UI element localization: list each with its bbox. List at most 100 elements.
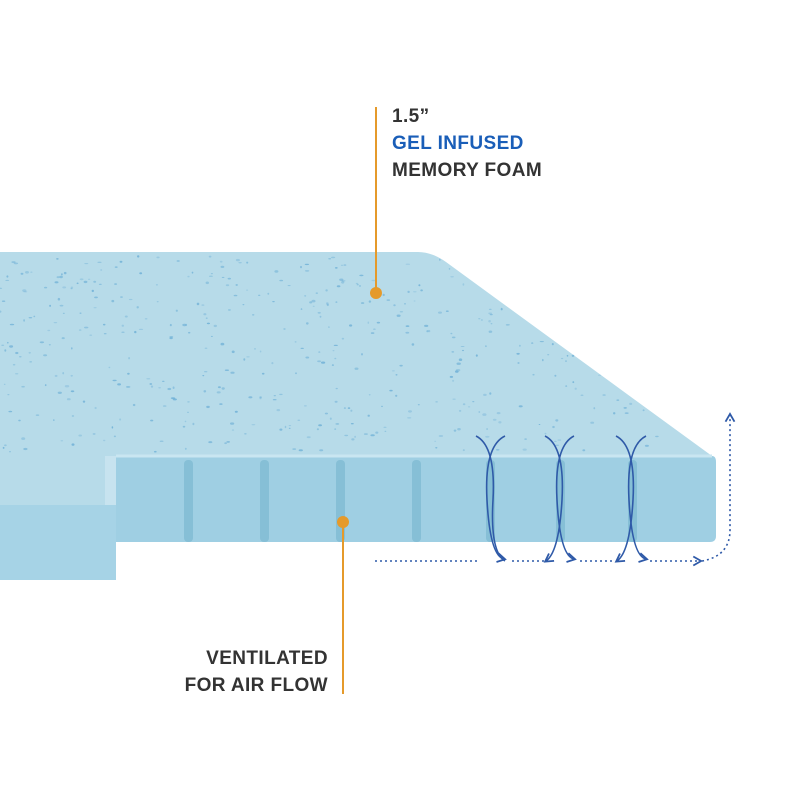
gel-speckle <box>335 423 340 425</box>
gel-speckle <box>120 296 123 298</box>
gel-speckle <box>498 421 502 424</box>
gel-speckle <box>6 275 9 278</box>
gel-speckle <box>343 407 346 409</box>
gel-speckle <box>332 350 335 352</box>
gel-speckle <box>206 405 210 409</box>
gel-speckle <box>411 343 415 346</box>
gel-speckle <box>121 324 125 327</box>
groove <box>260 460 269 542</box>
gel-speckle <box>91 289 95 293</box>
gel-speckle <box>102 323 106 326</box>
gel-speckle <box>482 413 487 416</box>
gel-speckle <box>404 303 406 305</box>
gel-speckle <box>20 272 24 275</box>
gel-speckle <box>114 266 118 268</box>
gel-speckle <box>53 419 55 421</box>
gel-speckle <box>462 283 465 286</box>
gel-speckle <box>259 350 262 353</box>
gel-speckle <box>76 282 79 285</box>
gel-speckle <box>11 261 16 263</box>
gel-speckle <box>49 304 51 307</box>
gel-speckle <box>15 351 19 355</box>
gel-speckle <box>159 440 164 442</box>
gel-speckle <box>230 371 235 374</box>
gel-speckle <box>405 325 410 327</box>
gel-speckle <box>64 385 70 388</box>
gel-speckle <box>516 352 520 355</box>
gel-speckle <box>554 374 557 377</box>
gel-speckle <box>495 449 500 451</box>
gel-speckle <box>329 417 332 420</box>
gel-speckle <box>246 356 250 358</box>
gel-speckle <box>201 304 205 306</box>
gel-speckle <box>391 370 395 372</box>
gel-speckle <box>53 322 58 324</box>
gel-speckle <box>287 285 291 287</box>
gel-speckle <box>5 279 10 281</box>
gel-speckle <box>461 349 465 352</box>
gel-speckle <box>70 374 73 377</box>
gel-speckle <box>22 289 27 292</box>
gel-speckle <box>126 386 131 388</box>
gel-speckle <box>169 336 174 338</box>
gel-speckle <box>71 443 75 446</box>
gel-speckle <box>7 394 10 396</box>
gel-speckle <box>57 297 61 301</box>
gel-speckle <box>361 353 363 356</box>
gel-speckle <box>227 309 231 311</box>
gel-speckle <box>572 381 575 384</box>
gel-speckle <box>134 330 137 334</box>
gel-speckle <box>450 332 453 335</box>
gel-speckle <box>399 364 403 367</box>
top-callout: 1.5” GEL INFUSED MEMORY FOAM <box>392 103 542 184</box>
gel-speckle <box>111 299 115 303</box>
gel-speckle <box>29 361 33 363</box>
gel-speckle <box>138 328 144 330</box>
gel-speckle <box>331 256 336 259</box>
gel-speckle <box>331 364 334 366</box>
gel-speckle <box>59 304 64 307</box>
gel-speckle <box>655 435 659 438</box>
airflow-arrow-icon <box>543 435 564 563</box>
gel-speckle <box>318 424 322 427</box>
gel-speckle <box>557 439 562 441</box>
gel-speckle <box>312 305 315 307</box>
gel-speckle <box>519 344 521 347</box>
gel-speckle <box>434 440 437 442</box>
gel-speckle <box>54 374 58 377</box>
gel-speckle <box>435 401 438 403</box>
gel-speckle <box>381 405 383 408</box>
groove <box>412 460 421 542</box>
gel-speckle <box>438 435 444 437</box>
gel-speckle <box>93 307 97 309</box>
gel-speckle <box>492 418 497 421</box>
gel-speckle <box>367 321 370 324</box>
gel-speckle <box>300 308 303 310</box>
gel-speckle <box>28 317 33 319</box>
gel-speckle <box>359 285 361 287</box>
gel-speckle <box>146 378 151 380</box>
gel-speckle <box>28 351 31 354</box>
gel-speckle <box>298 449 303 452</box>
gel-speckle <box>565 385 568 387</box>
gel-speckle <box>304 263 310 266</box>
gel-speckle <box>485 345 487 348</box>
gel-speckle <box>395 374 398 376</box>
gel-speckle <box>39 341 45 344</box>
gel-speckle <box>175 309 178 312</box>
gel-speckle <box>219 403 223 405</box>
gel-speckle <box>187 401 190 403</box>
gel-speckle <box>220 342 225 346</box>
gel-speckle <box>8 410 13 413</box>
gel-speckle <box>538 424 541 425</box>
gel-speckle <box>276 409 281 412</box>
gel-speckle <box>70 390 75 393</box>
gel-speckle <box>4 349 7 352</box>
gel-speckle <box>227 277 231 280</box>
gel-speckle <box>488 330 493 333</box>
gel-speckle <box>238 262 242 264</box>
gel-speckle <box>438 311 442 314</box>
gel-speckle <box>339 278 344 281</box>
gel-speckle <box>393 304 396 307</box>
